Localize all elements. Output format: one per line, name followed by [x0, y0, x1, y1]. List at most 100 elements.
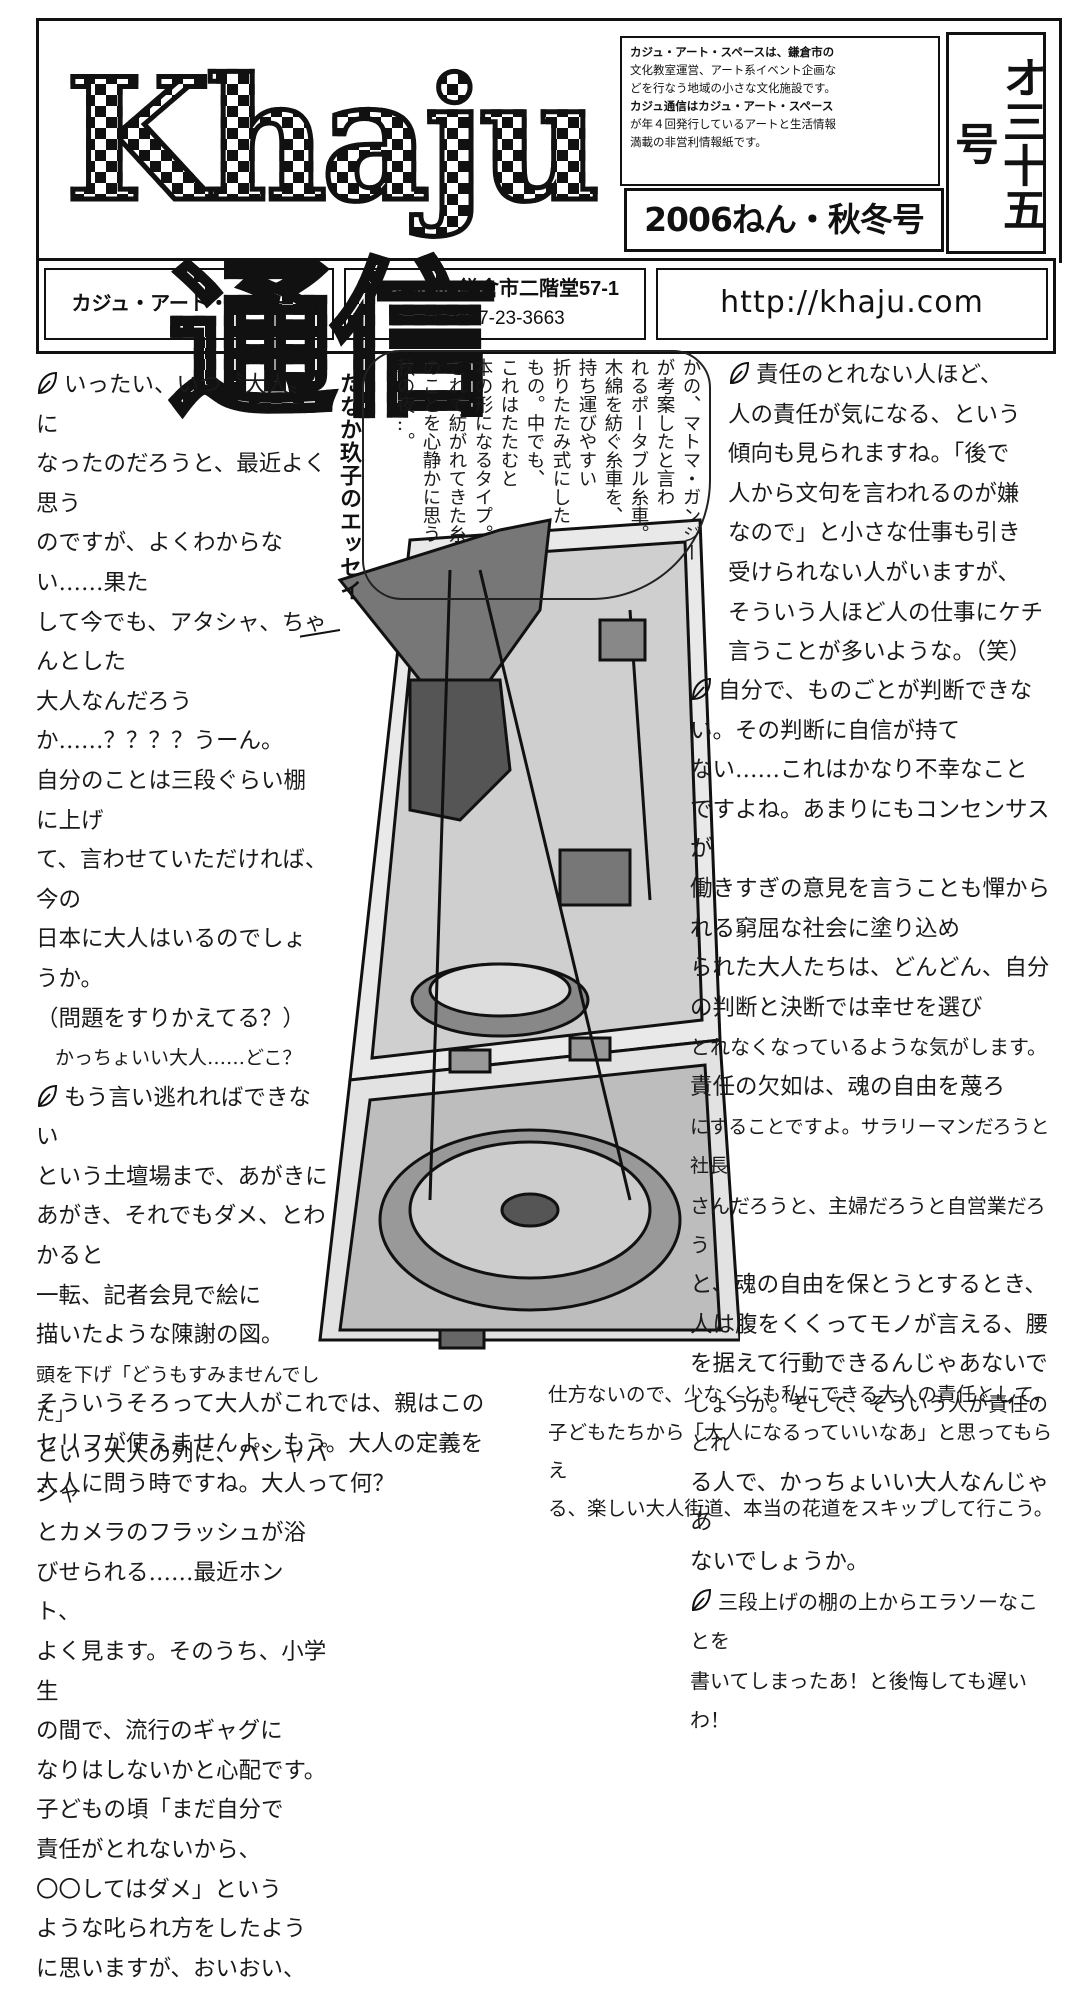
text-line: ですよね。あまりにもコンセンサスが	[690, 796, 1050, 863]
text-line: ような叱られ方をしたよう	[36, 1916, 307, 1943]
text-line: よく見ます。そのうち、小学生	[36, 1639, 327, 1705]
vertical-line: これはたたむと	[498, 358, 519, 488]
text-line: さんだろうと、主婦だろうと自営業だろう	[690, 1193, 1046, 1258]
text-line: とカメラのフラッシュが浴	[36, 1520, 307, 1547]
text-line: 日本に大人はいるのでしょうか。	[36, 926, 307, 992]
text-line: 人の責任が気になる、という	[728, 401, 1021, 428]
text-line: を据えて行動できるんじゃあないで	[690, 1351, 1048, 1378]
text-line: ないでしょうか。	[690, 1549, 869, 1576]
text-line: そういうそろって大人がこれでは、親はこの	[36, 1391, 485, 1417]
text-line: の判断と決断では幸せを選び	[690, 994, 983, 1021]
leaf-icon	[37, 1084, 58, 1107]
vertical-line: もの。中でも、	[524, 358, 545, 488]
text-line: にすることですよ。サラリーマンだろうと社長	[690, 1115, 1050, 1178]
intro-line: カジュ通信はカジュ・アート・スペース	[630, 101, 834, 113]
text-line: 三段上げの棚の上からエラソーなことを	[690, 1589, 1038, 1654]
intro-line: 文化教室運営、アート系イベント企画な	[630, 65, 837, 77]
text-line: あがき、それでもダメ、とわかると	[36, 1203, 326, 1270]
leaf-icon	[691, 1588, 712, 1611]
text-line: 傾向も見られますね。「後で	[728, 441, 1010, 468]
bottom-left-text: そういうそろって大人がこれでは、親はこの セリフが使えませんよ、もう。大人の定義…	[36, 1384, 526, 1504]
text-line: 自分で、ものごとが判断できな	[718, 678, 1033, 704]
text-line: 子どもたちから「大人になるっていいなあ」と思ってもらえ	[548, 1421, 1053, 1482]
text-line: 大人に問う時ですね。大人って何？	[36, 1471, 395, 1497]
vertical-line: これで紡がれてきた糸	[446, 358, 467, 543]
text-line: 一転、記者会見で絵に	[36, 1282, 262, 1309]
text-line: びせられる……最近ホント、	[36, 1559, 284, 1626]
vertical-line: かの、マトマ・ガンジー	[680, 358, 701, 562]
text-line: いったい、いつ〝大人〟に	[36, 372, 312, 438]
newsletter-logo: Khaju通信	[40, 22, 620, 442]
text-line: 自分のことは三段ぐらい棚に上げ	[36, 767, 307, 834]
text-line: ない……これはかなり不幸なこと	[690, 757, 1028, 784]
leaf-icon	[729, 361, 750, 385]
text-line: 責任がとれないから、	[36, 1836, 262, 1863]
text-line: なりはしないかと心配です。	[36, 1757, 327, 1784]
vertical-line: 折りたたみ式にした	[550, 358, 571, 525]
portable-spinning-wheel-drawing	[300, 518, 740, 1350]
text-line: もう言い逃れればできない	[36, 1084, 311, 1151]
text-line: 〇〇してはダメ」という	[36, 1876, 282, 1903]
text-line: の間で、流行のギャグに	[36, 1718, 283, 1745]
text-line: 人は腹をくくってモノが言える、腰	[690, 1311, 1049, 1338]
text-line: 描いたような陳謝の図。	[36, 1322, 284, 1349]
text-line: なので」と小さな仕事も引き	[728, 520, 1021, 547]
vertical-line: 秋の夜…。	[394, 358, 415, 451]
org-name: カジュ・アート・スペース	[44, 268, 334, 340]
text-line: と、魂の自由を保とうとするとき、	[690, 1271, 1047, 1298]
text-line: れる窮屈な社会に塗り込め	[690, 915, 961, 942]
text-line: 言うことが多いような。（笑）	[728, 639, 1032, 666]
text-line: そういう人ほど人の仕事にケチ	[728, 599, 1044, 626]
text-line: 書いてしまったあ！と後悔しても遅いわ！	[690, 1668, 1027, 1733]
vertical-line: のことを心静かに思う	[420, 358, 441, 543]
text-line: る、楽しい大人街道、本当の花道をスキップして行こう。	[548, 1497, 1054, 1520]
vertical-line: 持ち運びやすい	[576, 358, 597, 488]
info-bar	[36, 258, 1056, 354]
postal-code: 〒248-0002	[370, 282, 455, 299]
text-line: かっちょいい大人……どこ？	[36, 1047, 302, 1070]
text-line: という土壇場まで、あがきに	[36, 1163, 328, 1190]
text-line: 責任のとれない人ほど、	[756, 362, 1003, 388]
text-line: しょうか。そして、そういう人が責任のとれ	[690, 1391, 1048, 1456]
street-address: 鎌倉市二階堂57-1	[459, 278, 620, 300]
text-line: 責任の欠如は、魂の自由を蔑ろ	[690, 1073, 1006, 1100]
right-column-lower: 自分で、ものごとが判断できな い。その判断に自信が持て ない……これはかなり不幸…	[690, 672, 1054, 1741]
intro-line: どを行なう地域の小さな文化施設です。	[630, 83, 836, 95]
vertical-line: が考案したと言わ	[654, 358, 675, 506]
text-line: に思いますが、おいおい、	[36, 1955, 306, 1982]
phone-fax: t/f 0467-23-3663	[425, 308, 565, 329]
text-line: 受けられない人がいますが、	[728, 559, 1021, 586]
text-line: て、言わせていただければ、今の	[36, 847, 328, 913]
intro-box: カジュ・アート・スペースは、鎌倉市の 文化教室運営、アート系イベント企画な どを…	[620, 36, 940, 186]
text-line: られた大人たちは、どんどん、自分	[690, 955, 1050, 982]
left-column: いったい、いつ〝大人〟に なったのだろうと、最近よく思う のですが、よくわからな…	[36, 366, 328, 1989]
text-line: のですが、よくわからない……果た	[36, 530, 284, 596]
issue-title: 2006ねん・秋冬号	[624, 188, 944, 252]
text-line: い。その判断に自信が持て	[690, 717, 961, 744]
text-line: セリフが使えませんよ、もう。大人の定義を	[36, 1431, 484, 1457]
text-line: 人から文句を言われるのが嫌	[728, 480, 1020, 507]
vertical-line: 本の形になるタイプ。	[472, 358, 493, 543]
text-line: して今でも、アタシャ、ちゃんとした	[36, 609, 327, 676]
intro-line: カジュ・アート・スペースは、鎌倉市の	[630, 47, 835, 59]
text-line: 子どもの頃「まだ自分で	[36, 1797, 284, 1824]
essay-byline: たなか玖子のエッセイ	[336, 372, 361, 602]
essay-vertical-text: かの、マトマ・ガンジー が考案したと言わ れるポータブル糸車。 木綿を紡ぐ糸車を…	[368, 358, 703, 588]
text-line: とれなくなっているような気がします。	[690, 1035, 1047, 1060]
text-line: 仕方ないので、少なくとも私にできる大人の責任として、	[548, 1383, 1053, 1406]
leaf-icon	[691, 677, 712, 701]
website-link[interactable]: http://khaju.com	[656, 268, 1048, 340]
masthead-frame	[36, 18, 1062, 263]
essay-callout-bubble	[362, 350, 711, 600]
text-line: 働きすぎの意見を言うことも憚から	[690, 875, 1051, 902]
text-line: 大人なんだろうか……？？？？うーん。	[36, 688, 284, 755]
intro-line: 満載の非営利情報紙です。	[630, 137, 767, 149]
bottom-right-text: 仕方ないので、少なくとも私にできる大人の責任として、 子どもたちから「大人になる…	[548, 1376, 1056, 1528]
address-box: 〒248-0002 鎌倉市二階堂57-1 t/f 0467-23-3663	[344, 268, 646, 340]
vertical-line: 木綿を紡ぐ糸車を、	[602, 358, 623, 525]
text-line: （問題をすりかえてる？）	[36, 1005, 305, 1032]
text-line: なったのだろうと、最近よく思う	[36, 451, 327, 517]
leaf-icon	[37, 371, 58, 395]
right-column: 責任のとれない人ほど、 人の責任が気になる、という 傾向も見られますね。「後で …	[728, 356, 1050, 673]
intro-line: が年４回発行しているアートと生活情報	[630, 119, 836, 131]
